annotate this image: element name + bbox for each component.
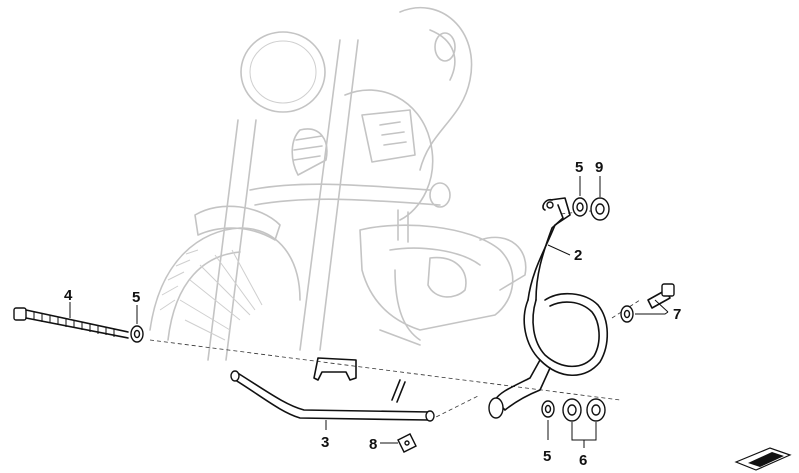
leader-lines bbox=[69, 176, 669, 448]
callout-5-bottom: 5 bbox=[543, 448, 551, 465]
callout-6: 6 bbox=[579, 452, 587, 469]
callouts: 4 5 2 3 8 5 9 7 5 6 bbox=[64, 159, 681, 469]
part-washer-bottom bbox=[541, 400, 555, 418]
callout-5-bolt: 5 bbox=[132, 289, 140, 306]
callout-7: 7 bbox=[673, 306, 681, 323]
motorcycle-ghost-outline bbox=[149, 6, 527, 361]
part-washer-top bbox=[572, 197, 588, 217]
callout-4: 4 bbox=[64, 287, 73, 304]
arrow-logo-icon bbox=[734, 447, 792, 471]
part-crash-bar bbox=[488, 197, 609, 419]
callout-3: 3 bbox=[321, 434, 329, 451]
part-square-nut bbox=[397, 433, 417, 453]
callout-2: 2 bbox=[574, 247, 582, 264]
part-bolt-short bbox=[620, 283, 675, 323]
part-bracket bbox=[313, 357, 406, 403]
part-lower-bar bbox=[230, 370, 435, 422]
part-bolt-long bbox=[13, 307, 129, 339]
part-washer-bolt bbox=[130, 325, 144, 343]
callout-8: 8 bbox=[369, 436, 377, 453]
callout-5-top: 5 bbox=[575, 159, 583, 176]
part-nut-top bbox=[590, 197, 610, 221]
callout-9: 9 bbox=[595, 159, 603, 176]
part-nuts-bottom bbox=[562, 398, 606, 422]
